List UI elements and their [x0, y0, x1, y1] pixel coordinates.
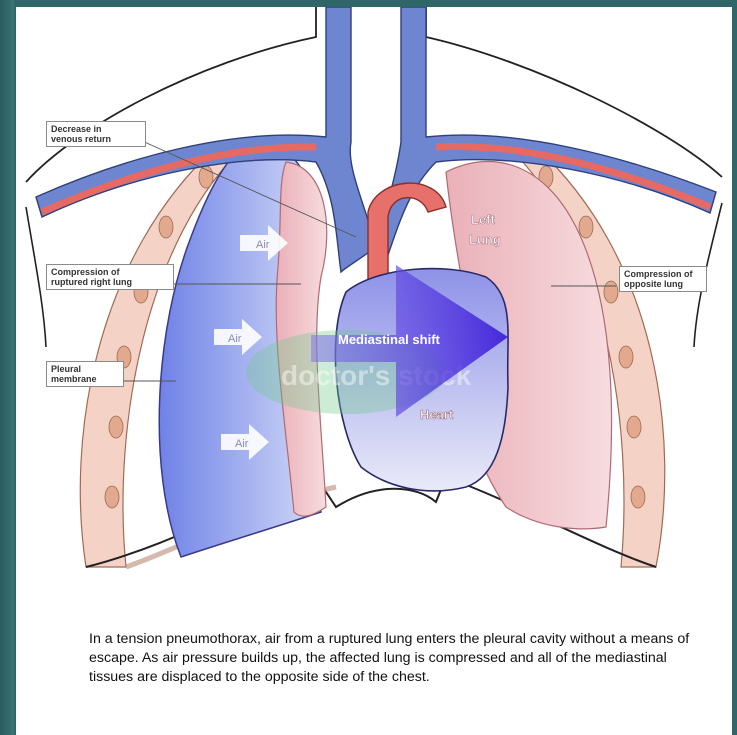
figure-caption: In a tension pneumothorax, air from a ru… — [89, 630, 709, 687]
mediastinal-shift-label: Mediastinal shift — [338, 332, 441, 347]
svg-text:Air: Air — [256, 239, 270, 251]
left-lung-label-1: Left — [471, 212, 496, 227]
callout-pleural-membrane: Pleural membrane — [46, 361, 124, 387]
callout-compression-opposite-lung: Compression of opposite lung — [619, 266, 707, 292]
illustration-panel: doctor's stock Mediastinal shift Air Air… — [16, 7, 732, 735]
left-lung-label-2: Lung — [469, 232, 501, 247]
svg-text:Air: Air — [235, 438, 249, 450]
callout-decrease-venous-return: Decrease in venous return — [46, 121, 146, 147]
svg-text:Air: Air — [228, 333, 242, 345]
callout-compression-right-lung: Compression of ruptured right lung — [46, 264, 174, 290]
torso-outline — [26, 7, 722, 182]
left-arm-outline — [26, 207, 46, 347]
heart-label: Heart — [420, 407, 454, 422]
